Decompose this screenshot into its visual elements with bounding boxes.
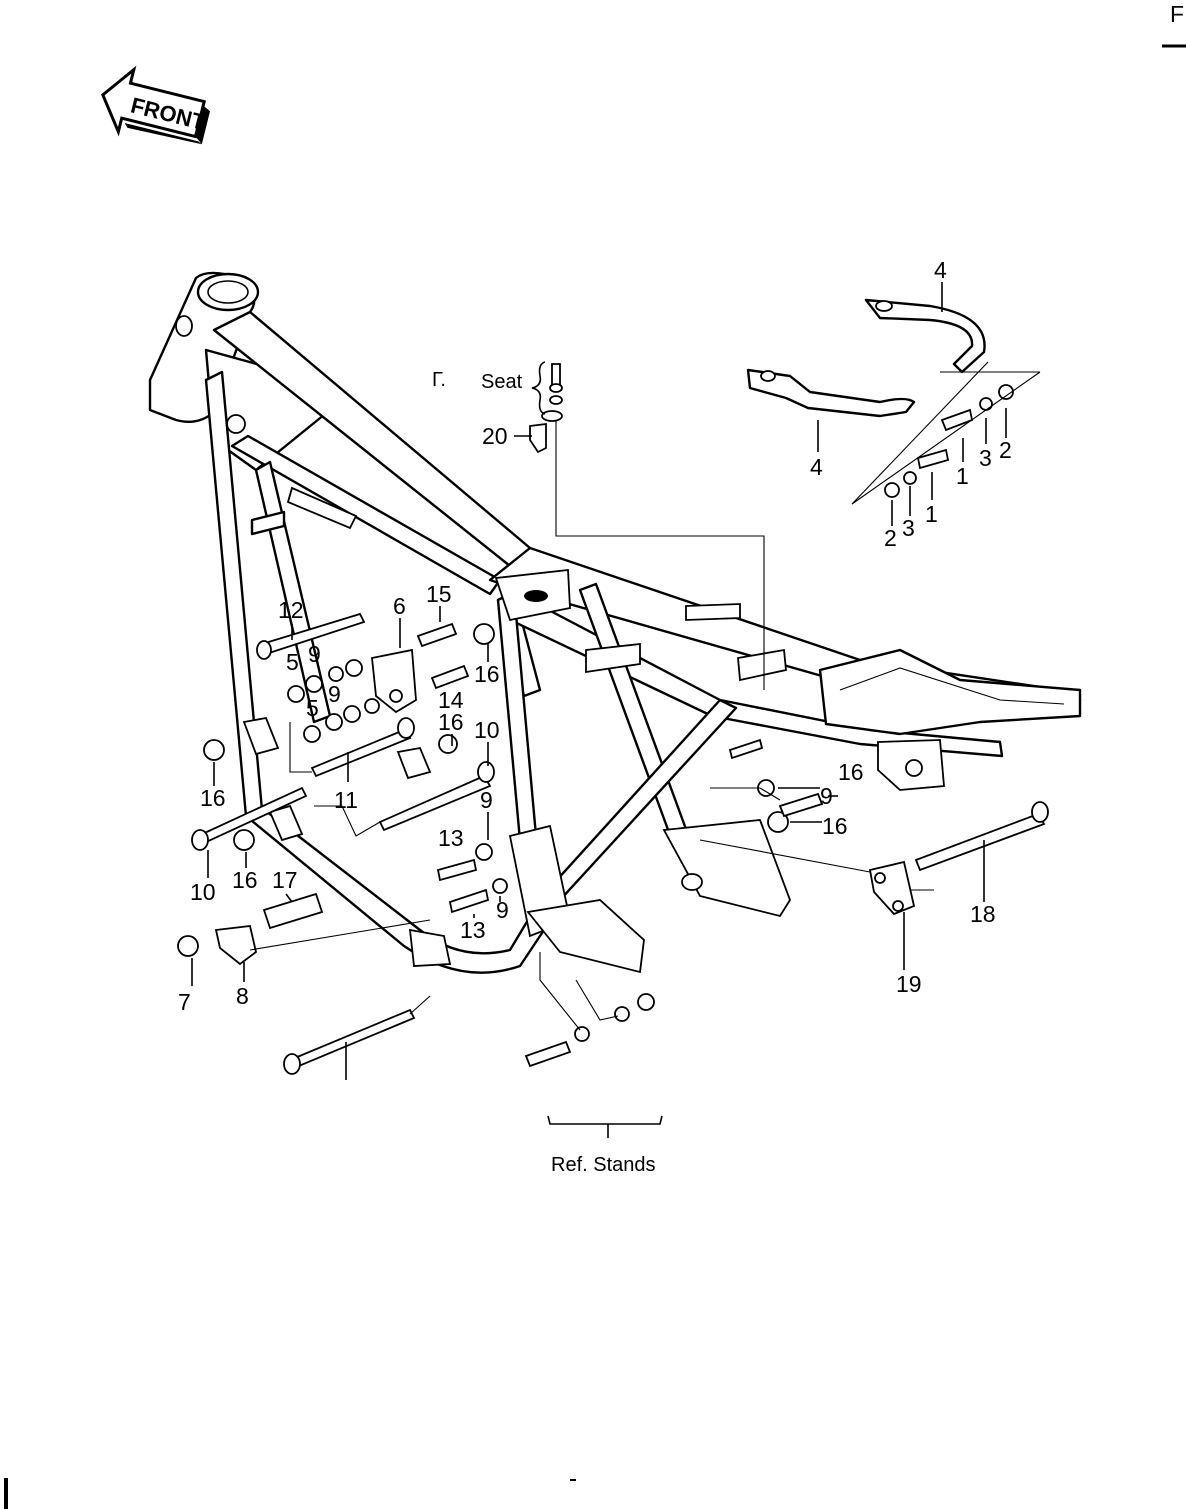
hardware — [177, 363, 1049, 1075]
callout-9-center: 9 — [480, 787, 493, 813]
callout-8: 19 — [896, 971, 922, 997]
corner-letter: F — [1170, 1, 1184, 27]
callout-16-upper: 16 — [474, 661, 500, 687]
callout-13-right: 16 — [838, 759, 864, 785]
guard-bar-lower — [746, 368, 916, 418]
callout-3-upper: 3 — [979, 445, 992, 471]
callout-11: 11 — [334, 787, 358, 813]
callout-2-lower: 2 — [884, 525, 897, 551]
callout-9-middle: 9 — [328, 681, 341, 707]
callout-16-right: 16 — [822, 813, 848, 839]
callout-9-lower: 9 — [496, 897, 509, 923]
callout-15: 15 — [426, 581, 452, 607]
callout-4-upper: 4 — [934, 257, 947, 283]
callout-7: 8 — [236, 983, 249, 1009]
callout-9-right: 9 — [820, 783, 833, 809]
callout-1-upper: 1 — [956, 463, 969, 489]
callout-16-center: 16 — [438, 709, 464, 735]
callout-16-left: 16 — [200, 785, 226, 811]
callout-20: 20 — [482, 423, 508, 449]
callout-2-upper: 2 — [999, 437, 1012, 463]
callout-4-lower: 4 — [810, 454, 823, 480]
frame-main — [148, 271, 1082, 974]
callout-13-upper: 13 — [438, 825, 464, 851]
callout-10-lower: 10 — [190, 879, 216, 905]
callout-1-lower: 1 — [925, 501, 938, 527]
guard-bar-upper — [864, 298, 986, 374]
callout-6: 6 — [393, 593, 406, 619]
callout-9-upper: 9 — [308, 641, 321, 667]
leader-lines — [191, 282, 1041, 1138]
callout-14: 14 — [438, 687, 464, 713]
callout-13-lower: 13 — [460, 917, 486, 943]
callout-5-lower: 5 — [306, 695, 319, 721]
callout-16-lower-left: 16 — [232, 867, 258, 893]
callout-17: 17 — [272, 867, 298, 893]
callout-labels: Г. Seat Ref. Stands 4 4 20 1 3 2 1 3 2 1… — [178, 257, 1012, 1176]
callout-12: 12 — [278, 597, 304, 623]
seat-marker: Г. — [432, 369, 446, 391]
callout-18: 18 — [970, 901, 996, 927]
callout-3-lower: 3 — [902, 515, 915, 541]
seat-label: Seat — [481, 371, 523, 393]
ref-stands-label: Ref. Stands — [551, 1154, 656, 1176]
callout-16-bottom: 7 — [178, 989, 191, 1015]
front-arrow-icon: FRONT — [100, 65, 211, 145]
callout-10-upper: 10 — [474, 717, 500, 743]
callout-5-upper: 5 — [286, 649, 299, 675]
